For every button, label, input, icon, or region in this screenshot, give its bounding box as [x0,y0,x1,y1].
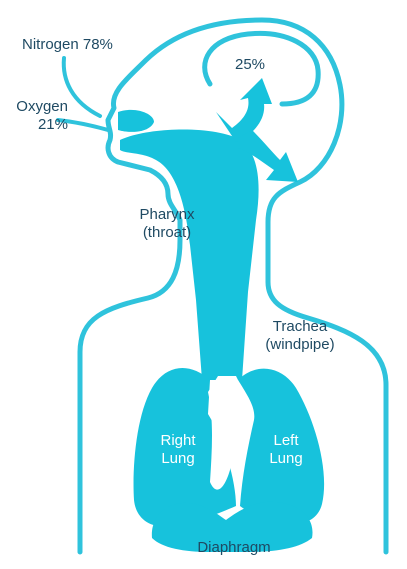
nitrogen-airflow-line [61,56,102,118]
left-lung-text-line1: Left [273,432,299,449]
pharynx-text-line2: (throat) [142,224,192,241]
oxygen-text-line1: Oxygen [16,98,68,115]
diaphragm-label: Diaphragm [186,539,282,557]
oxygen-label: Oxygen 21% [8,98,68,134]
pharynx-label: Pharynx (throat) [124,206,210,242]
left-lung-text-line2: Lung [269,450,303,467]
left-lung-label: Left Lung [256,432,316,468]
nitrogen-label: Nitrogen 78% [22,36,113,54]
percent-25-label: 25% [235,56,265,74]
upward-arrow [216,78,272,142]
right-lung-text-line1: Right [160,432,196,449]
percent-25-text: 25% [235,56,266,73]
right-lung [133,368,236,527]
diaphragm-shape [151,501,313,552]
right-lung-text-line2: Lung [161,450,195,467]
oxygen-text-line2: 21% [37,116,68,133]
trachea-text-line2: (windpipe) [265,336,335,353]
trachea-text-line1: Trachea [272,318,328,335]
head-curl [202,30,321,107]
mouth-lips [118,109,154,132]
heart-cavity [208,376,244,490]
nitrogen-text: Nitrogen 78% [22,36,113,53]
right-lung-label: Right Lung [148,432,208,468]
trachea-label: Trachea (windpipe) [252,318,348,354]
pharynx-text-line1: Pharynx [139,206,195,223]
body-outline [77,17,389,555]
downward-arrow [238,130,298,182]
left-lung [238,368,325,525]
oxygen-airflow-line [56,118,110,132]
diaphragm-text: Diaphragm [197,539,271,556]
airway-pharynx-trachea [120,129,259,380]
